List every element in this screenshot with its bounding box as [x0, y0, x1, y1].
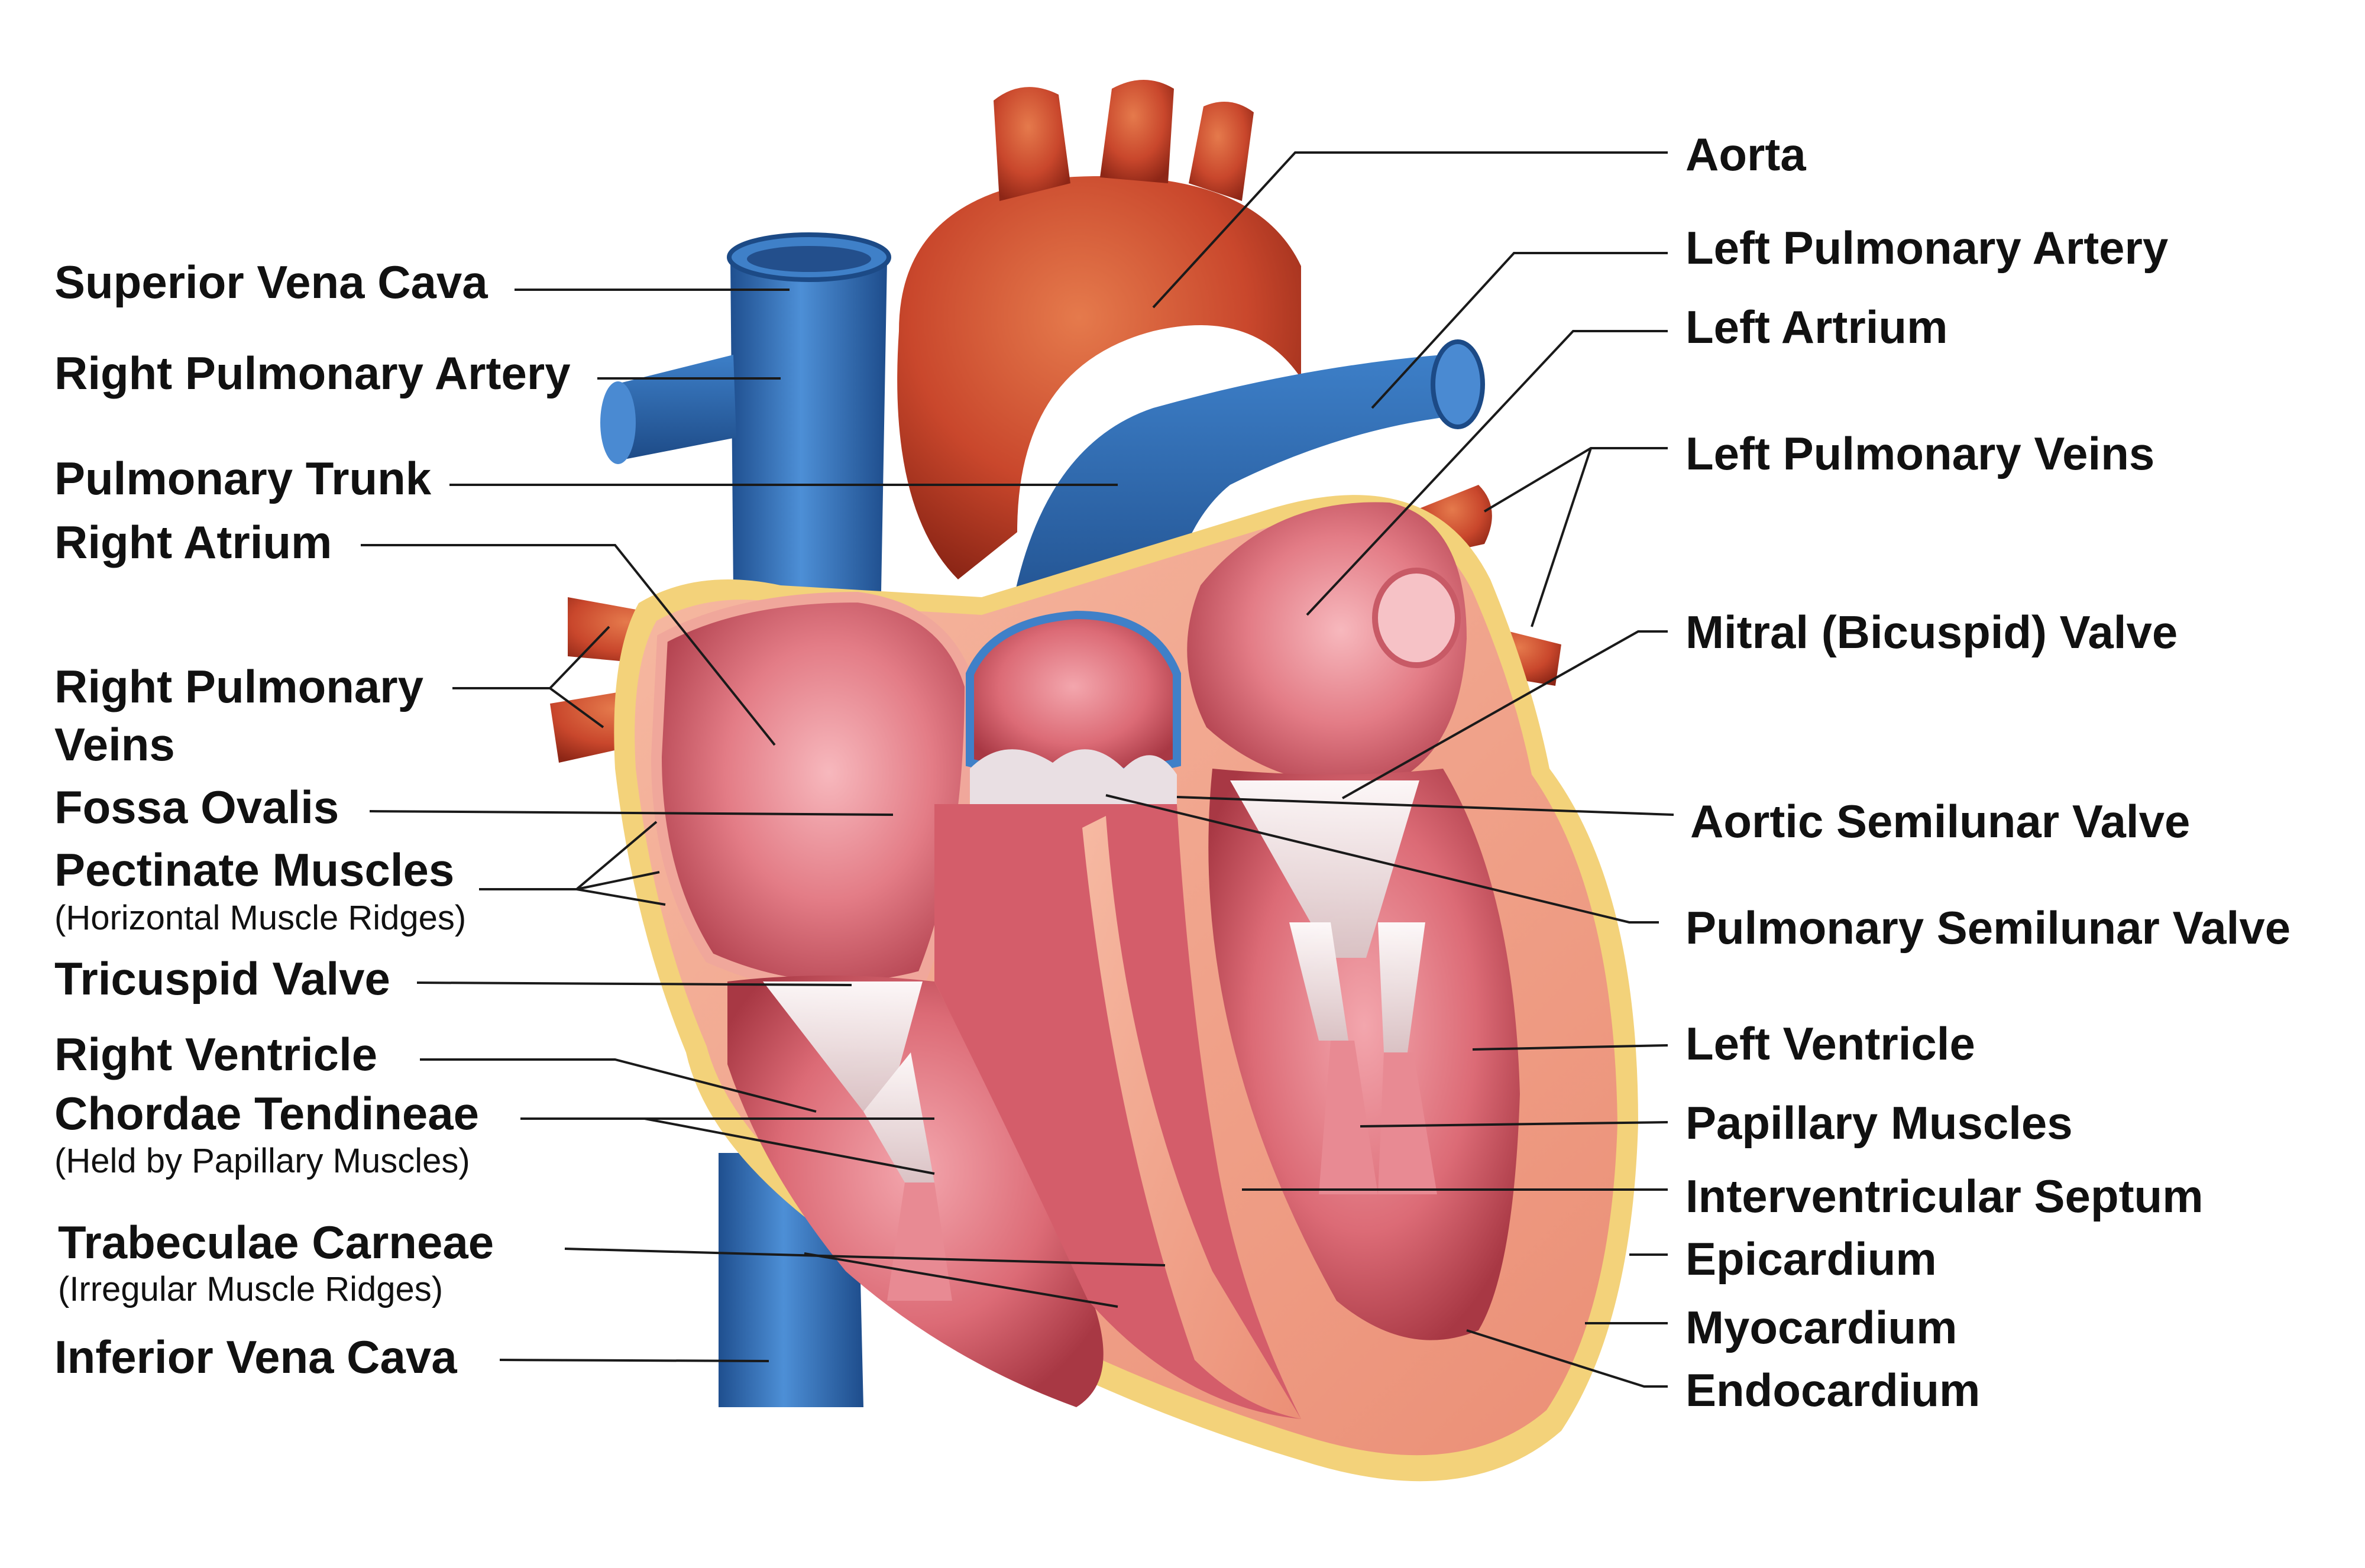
- label-left-atrium: Left Artrium: [1685, 301, 1948, 353]
- label-inferior-vena-cava: Inferior Vena Cava: [54, 1331, 457, 1383]
- label-superior-vena-cava: Superior Vena Cava: [54, 256, 488, 308]
- right-pulmonary-artery-shape: [600, 355, 736, 464]
- label-myocardium: Myocardium: [1685, 1301, 1958, 1353]
- label-pectinate-muscles-note: (Horizontal Muscle Ridges): [54, 899, 467, 937]
- label-trabeculae-carneae: Trabeculae Carneae: [58, 1216, 494, 1268]
- label-endocardium: Endocardium: [1685, 1364, 1981, 1416]
- label-pulmonary-semilunar-valve: Pulmonary Semilunar Valve: [1685, 902, 2291, 954]
- label-right-pulmonary-veins-line2: Veins: [54, 718, 175, 770]
- label-left-pulmonary-artery: Left Pulmonary Artery: [1685, 222, 2169, 274]
- label-interventricular-septum: Interventricular Septum: [1685, 1170, 2204, 1222]
- label-right-pulmonary-veins-line1: Right Pulmonary: [54, 660, 424, 712]
- label-trabeculae-carneae-note: (Irregular Muscle Ridges): [58, 1270, 444, 1308]
- superior-vena-cava-shape: [727, 232, 891, 591]
- label-papillary-muscles: Papillary Muscles: [1685, 1097, 2073, 1149]
- label-epicardium: Epicardium: [1685, 1233, 1937, 1285]
- label-pectinate-muscles: Pectinate Muscles: [54, 844, 455, 896]
- label-right-ventricle: Right Ventricle: [54, 1028, 378, 1080]
- label-tricuspid-valve: Tricuspid Valve: [54, 953, 390, 1005]
- label-aortic-semilunar-valve: Aortic Semilunar Valve: [1690, 795, 2191, 847]
- heart-body: [614, 495, 1638, 1482]
- label-fossa-ovalis: Fossa Ovalis: [54, 781, 339, 833]
- label-right-pulmonary-artery: Right Pulmonary Artery: [54, 347, 571, 399]
- leader-lines: [361, 151, 1674, 1388]
- label-right-atrium: Right Atrium: [54, 516, 332, 568]
- label-left-pulmonary-veins: Left Pulmonary Veins: [1685, 427, 2155, 480]
- label-aorta: Aorta: [1685, 128, 1806, 180]
- aorta-shape: [897, 80, 1301, 579]
- label-chordae-tendineae-note: (Held by Papillary Muscles): [54, 1142, 470, 1180]
- label-left-ventricle: Left Ventricle: [1685, 1018, 1975, 1070]
- label-chordae-tendineae: Chordae Tendineae: [54, 1087, 480, 1139]
- label-pulmonary-trunk: Pulmonary Trunk: [54, 452, 432, 504]
- label-mitral-valve: Mitral (Bicuspid) Valve: [1685, 606, 2178, 658]
